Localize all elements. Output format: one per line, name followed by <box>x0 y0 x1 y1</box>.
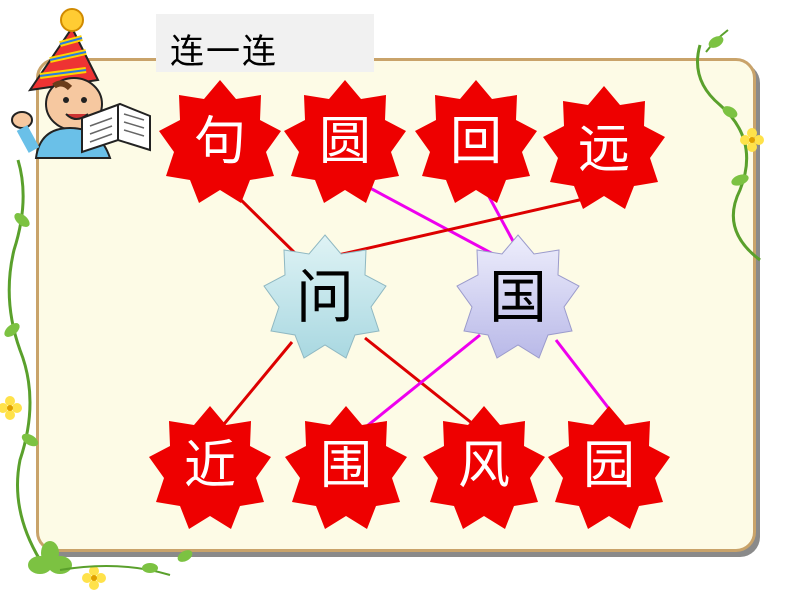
char-top-1[interactable]: 句 <box>193 112 246 172</box>
page-title: 连一连 <box>170 32 278 72</box>
char-mid-1[interactable]: 问 <box>295 263 354 331</box>
char-top-2[interactable]: 圆 <box>318 112 371 172</box>
char-top-4[interactable]: 远 <box>577 120 630 180</box>
char-bottom-4[interactable]: 园 <box>582 436 635 496</box>
char-top-3[interactable]: 回 <box>449 112 502 172</box>
char-mid-2[interactable]: 国 <box>488 263 547 331</box>
char-bottom-3[interactable]: 风 <box>457 436 510 496</box>
link-ju-wen <box>235 194 302 260</box>
char-bottom-1[interactable]: 近 <box>183 436 236 496</box>
link-guo-yuan3 <box>554 339 612 411</box>
link-wen-jin <box>213 341 294 436</box>
link-yuan2-wen <box>324 196 589 260</box>
link-guo-wei <box>361 333 481 432</box>
link-yuan-guo <box>369 186 509 264</box>
char-bottom-2[interactable]: 围 <box>319 436 372 496</box>
title-box: 连一连 <box>156 14 374 72</box>
